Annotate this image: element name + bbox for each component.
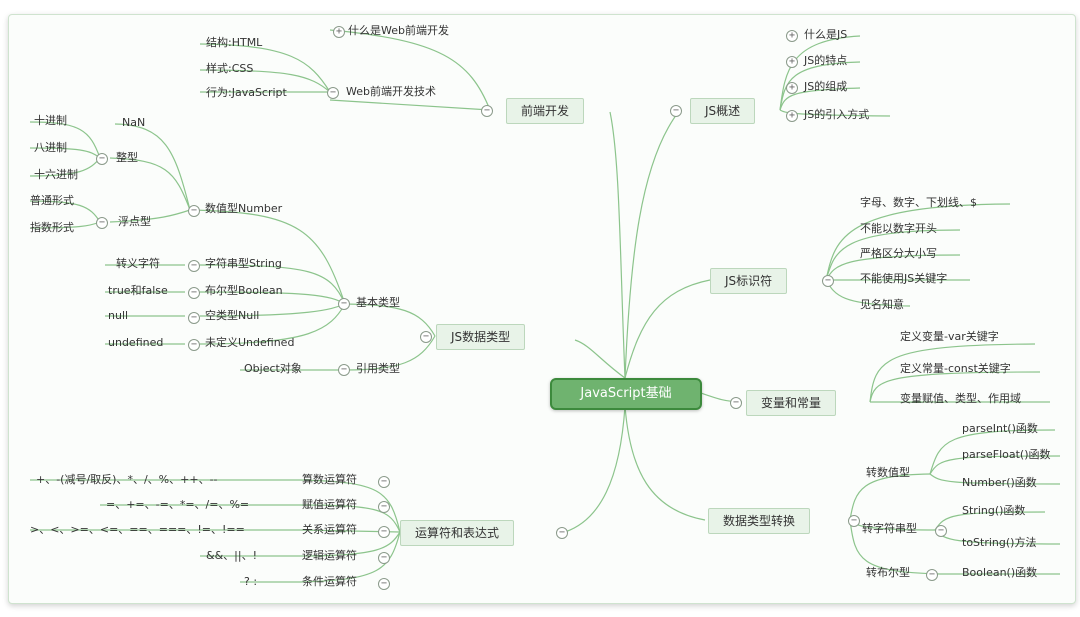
operator-type[interactable]: 条件运算符: [302, 575, 357, 588]
conversion-bool[interactable]: 转布尔型: [866, 566, 910, 579]
collapse-toggle-icon[interactable]: −: [188, 205, 200, 217]
expand-toggle-icon[interactable]: +: [786, 56, 798, 68]
number-nan[interactable]: NaN: [122, 116, 146, 129]
expand-toggle-icon[interactable]: +: [786, 82, 798, 94]
datatype-number[interactable]: 数值型Number: [205, 202, 283, 215]
conversion-num[interactable]: 转数值型: [866, 466, 910, 479]
datatype-leaf[interactable]: null: [108, 309, 129, 322]
datatype-ref[interactable]: 引用类型: [356, 362, 400, 375]
expand-toggle-icon[interactable]: +: [333, 26, 345, 38]
expand-toggle-icon[interactable]: +: [786, 110, 798, 122]
frontend-tech[interactable]: Web前端开发技术: [346, 85, 436, 98]
datatype-leaf[interactable]: true和false: [108, 284, 168, 297]
conversion-func[interactable]: Boolean()函数: [962, 566, 1038, 579]
operator-type[interactable]: 逻辑运算符: [302, 549, 357, 562]
frontend-what-is[interactable]: 什么是Web前端开发: [348, 24, 449, 37]
collapse-toggle-icon[interactable]: −: [96, 217, 108, 229]
frontend-leaf[interactable]: 样式:CSS: [206, 62, 254, 75]
datatype-null[interactable]: 空类型Null: [205, 309, 260, 322]
branch-conversion[interactable]: 数据类型转换: [708, 508, 811, 534]
branch-operators[interactable]: 运算符和表达式: [400, 520, 515, 546]
conversion-str[interactable]: 转字符串型: [862, 522, 917, 535]
overview-item[interactable]: JS的特点: [804, 54, 848, 67]
conversion-func[interactable]: parseFloat()函数: [962, 448, 1051, 461]
integer-item[interactable]: 十进制: [34, 114, 67, 127]
datatype-ref-leaf[interactable]: Object对象: [244, 362, 302, 375]
operator-leaf[interactable]: +、-(减号/取反)、*、/、%、++、--: [36, 473, 218, 486]
variables-item[interactable]: 定义常量-const关键字: [900, 362, 1011, 375]
collapse-toggle-icon[interactable]: −: [670, 105, 682, 117]
datatype-string[interactable]: 字符串型String: [205, 257, 282, 270]
operator-type[interactable]: 赋值运算符: [302, 498, 357, 511]
conversion-func[interactable]: Number()函数: [962, 476, 1037, 489]
collapse-toggle-icon[interactable]: −: [822, 275, 834, 287]
collapse-toggle-icon[interactable]: −: [556, 527, 568, 539]
branch-frontend[interactable]: 前端开发: [506, 98, 585, 124]
conversion-func[interactable]: toString()方法: [962, 536, 1037, 549]
collapse-toggle-icon[interactable]: −: [481, 105, 493, 117]
integer-item[interactable]: 十六进制: [34, 168, 78, 181]
operator-leaf[interactable]: >、<、>=、<=、==、===、!=、!==: [30, 523, 245, 536]
frontend-leaf[interactable]: 结构:HTML: [206, 36, 263, 49]
collapse-toggle-icon[interactable]: −: [730, 397, 742, 409]
float-item[interactable]: 指数形式: [30, 221, 74, 234]
collapse-toggle-icon[interactable]: −: [378, 552, 390, 564]
frontend-leaf[interactable]: 行为:JavaScript: [206, 86, 287, 99]
datatype-boolean[interactable]: 布尔型Boolean: [205, 284, 283, 297]
collapse-toggle-icon[interactable]: −: [420, 331, 432, 343]
operator-leaf[interactable]: ? :: [244, 575, 258, 588]
collapse-toggle-icon[interactable]: −: [338, 298, 350, 310]
collapse-toggle-icon[interactable]: −: [327, 87, 339, 99]
operator-leaf[interactable]: =、+=、-=、*=、/=、%=: [106, 498, 250, 511]
collapse-toggle-icon[interactable]: −: [188, 312, 200, 324]
datatype-leaf[interactable]: 转义字符: [116, 257, 160, 270]
collapse-toggle-icon[interactable]: −: [188, 339, 200, 351]
collapse-toggle-icon[interactable]: −: [378, 526, 390, 538]
datatype-undefined[interactable]: 未定义Undefined: [205, 336, 295, 349]
identifier-rule[interactable]: 严格区分大小写: [860, 247, 937, 260]
branch-variables[interactable]: 变量和常量: [746, 390, 837, 416]
branch-overview[interactable]: JS概述: [690, 98, 756, 124]
identifier-rule[interactable]: 字母、数字、下划线、$: [860, 196, 977, 209]
collapse-toggle-icon[interactable]: −: [378, 578, 390, 590]
variables-item[interactable]: 变量赋值、类型、作用域: [900, 392, 1021, 405]
collapse-toggle-icon[interactable]: −: [378, 501, 390, 513]
variables-item[interactable]: 定义变量-var关键字: [900, 330, 999, 343]
number-integer[interactable]: 整型: [116, 151, 138, 164]
collapse-toggle-icon[interactable]: −: [188, 260, 200, 272]
branch-datatypes[interactable]: JS数据类型: [436, 324, 526, 350]
branch-identifier[interactable]: JS标识符: [710, 268, 788, 294]
collapse-toggle-icon[interactable]: −: [96, 153, 108, 165]
operator-leaf[interactable]: &&、||、!: [206, 549, 257, 562]
integer-item[interactable]: 八进制: [34, 141, 67, 154]
float-item[interactable]: 普通形式: [30, 194, 74, 207]
identifier-rule[interactable]: 不能以数字开头: [860, 222, 937, 235]
operator-type[interactable]: 关系运算符: [302, 523, 357, 536]
conversion-func[interactable]: String()函数: [962, 504, 1026, 517]
identifier-rule[interactable]: 见名知意: [860, 298, 904, 311]
operator-type[interactable]: 算数运算符: [302, 473, 357, 486]
collapse-toggle-icon[interactable]: −: [378, 476, 390, 488]
collapse-toggle-icon[interactable]: −: [935, 525, 947, 537]
overview-item[interactable]: JS的组成: [804, 80, 848, 93]
collapse-toggle-icon[interactable]: −: [848, 515, 860, 527]
overview-item[interactable]: 什么是JS: [804, 28, 848, 41]
collapse-toggle-icon[interactable]: −: [338, 364, 350, 376]
overview-item[interactable]: JS的引入方式: [804, 108, 870, 121]
number-float[interactable]: 浮点型: [118, 215, 151, 228]
collapse-toggle-icon[interactable]: −: [188, 287, 200, 299]
root-node[interactable]: JavaScript基础: [550, 378, 702, 410]
datatype-leaf[interactable]: undefined: [108, 336, 164, 349]
expand-toggle-icon[interactable]: +: [786, 30, 798, 42]
conversion-func[interactable]: parseInt()函数: [962, 422, 1038, 435]
identifier-rule[interactable]: 不能使用JS关键字: [860, 272, 948, 285]
datatype-basic[interactable]: 基本类型: [356, 296, 400, 309]
collapse-toggle-icon[interactable]: −: [926, 569, 938, 581]
